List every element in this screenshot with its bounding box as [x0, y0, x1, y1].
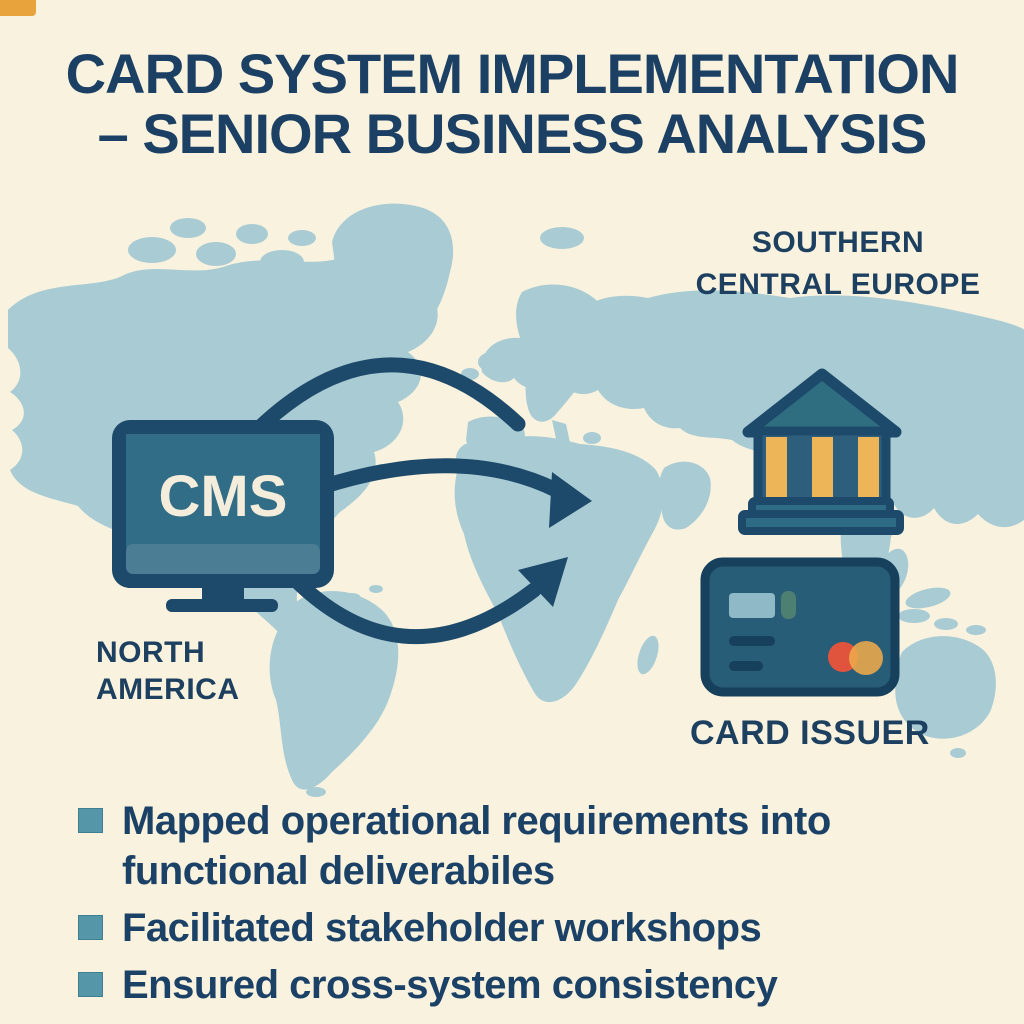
arrowhead-bottom — [518, 557, 568, 607]
flow-arrowheads — [518, 472, 592, 607]
list-item: Ensured cross-system consistency — [78, 960, 858, 1010]
page-title-line1: CARD SYSTEM IMPLEMENTATION — [65, 42, 960, 105]
bullet-square-icon — [78, 972, 103, 997]
bullet-list: Mapped operational requirements into fun… — [78, 796, 858, 1017]
flow-arrow-bottom — [274, 558, 542, 645]
bullet-text: Mapped operational requirements into fun… — [122, 799, 831, 893]
arrowhead-middle — [549, 472, 592, 528]
flow-arrow-top — [247, 357, 526, 440]
flow-arrows — [247, 357, 564, 645]
bullet-square-icon — [78, 915, 103, 940]
label-card-issuer: CARD ISSUER — [690, 714, 930, 752]
card-circle-orange — [849, 641, 883, 675]
cms-monitor-icon — [112, 420, 334, 612]
bullet-text: Facilitated stakeholder workshops — [122, 906, 762, 950]
credit-card-icon — [700, 557, 900, 697]
label-na-line2: AMERICA — [96, 673, 240, 706]
label-southern-central-europe: SOUTHERN CENTRAL EUROPE — [688, 222, 988, 306]
page-title-line2: – SENIOR BUSINESS ANALYSIS — [97, 102, 928, 165]
bullet-square-icon — [78, 808, 103, 833]
list-item: Facilitated stakeholder workshops — [78, 903, 858, 953]
bank-icon — [738, 368, 904, 535]
corner-accent — [0, 0, 36, 16]
bullet-text: Ensured cross-system consistency — [122, 963, 778, 1007]
page-title: CARD SYSTEM IMPLEMENTATION – SENIOR BUSI… — [0, 44, 1024, 164]
label-europe-line2: CENTRAL EUROPE — [695, 268, 981, 301]
label-north-america: NORTH AMERICA — [96, 634, 240, 708]
cms-screen-label: CMS — [158, 463, 288, 529]
list-item: Mapped operational requirements into fun… — [78, 796, 858, 896]
flow-arrow-middle — [314, 458, 564, 498]
label-europe-line1: SOUTHERN — [751, 226, 925, 259]
label-na-line1: NORTH — [96, 636, 206, 669]
